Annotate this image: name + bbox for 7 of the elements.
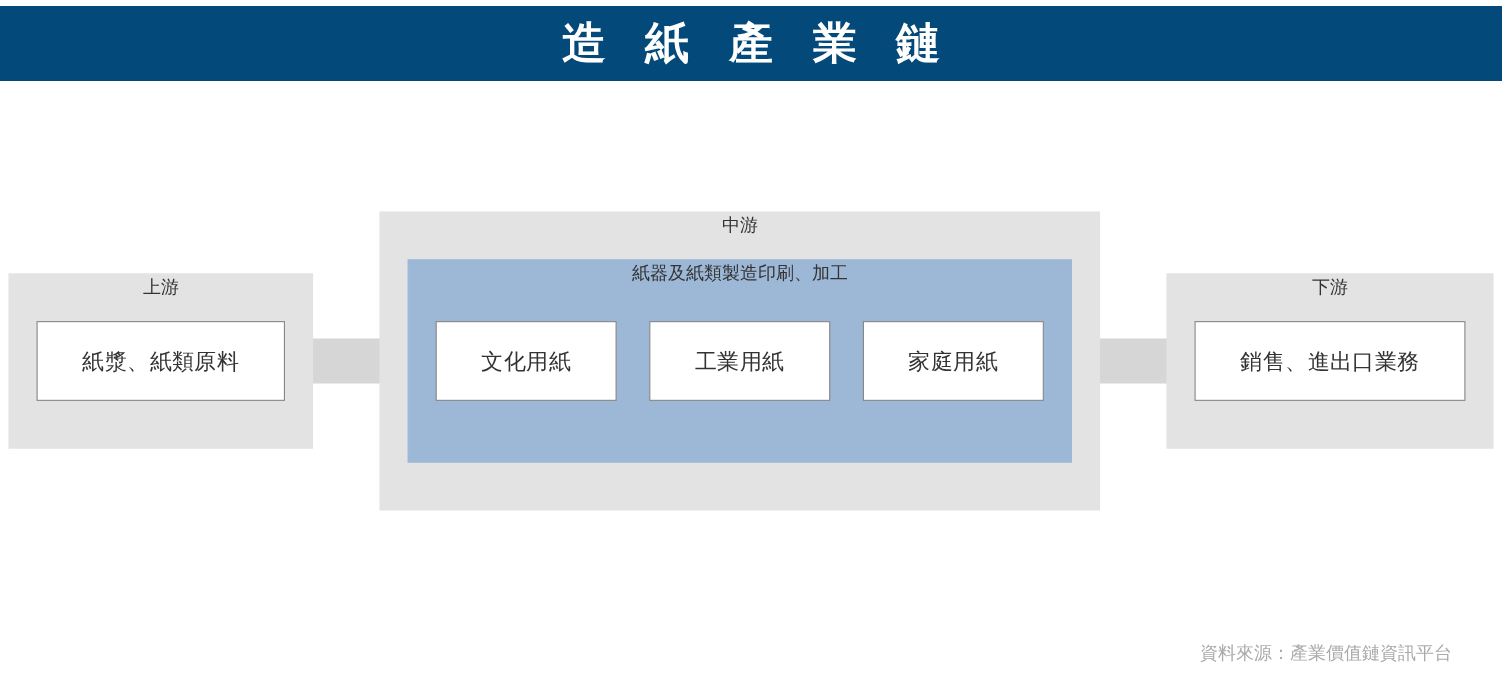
node-box: 銷售、進出口業務 <box>1194 321 1466 401</box>
node-box: 紙漿、紙類原料 <box>36 321 285 401</box>
source-note: 資料來源：產業價值鏈資訊平台 <box>1200 642 1452 663</box>
node-box: 文化用紙 <box>435 321 617 401</box>
node-box: 家庭用紙 <box>862 321 1044 401</box>
node-box: 工業用紙 <box>649 321 831 401</box>
title-banner: 造紙產業鏈 <box>0 6 1502 81</box>
